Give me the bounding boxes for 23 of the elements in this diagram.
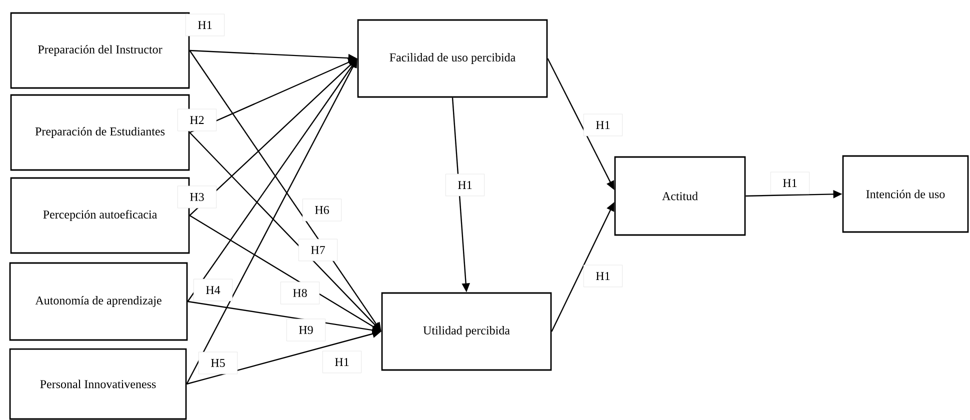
- concept-box: Preparación de Estudiantes: [10, 94, 190, 171]
- edge-label: H1: [322, 350, 362, 374]
- edge-label: H1: [185, 14, 225, 36]
- concept-box: Facilidad de uso percibida: [357, 19, 548, 98]
- concept-box: Preparación del Instructor: [10, 12, 190, 89]
- edge-label: H9: [286, 318, 326, 342]
- edge-label: H3: [177, 186, 217, 208]
- edge-label: H4: [193, 278, 233, 302]
- edge-label: H1: [445, 174, 485, 196]
- edge-label: H8: [280, 282, 320, 304]
- edge-label: H6: [302, 198, 342, 222]
- concept-box: Percepción autoeficacia: [10, 177, 190, 254]
- edge-label: H1: [583, 114, 623, 136]
- edge-label: H1: [583, 264, 623, 288]
- concept-box: Intención de uso: [842, 155, 969, 233]
- edge-label: H2: [177, 108, 217, 132]
- concept-box: Personal Innovativeness: [9, 348, 187, 420]
- edge-label: H7: [298, 238, 338, 262]
- concept-box: Autonomía de aprendizaje: [9, 262, 188, 341]
- concept-box: Actitud: [614, 156, 746, 236]
- concept-box: Utilidad percibida: [381, 292, 552, 371]
- edge-label: H5: [198, 352, 238, 374]
- edge-label: H1: [770, 172, 810, 194]
